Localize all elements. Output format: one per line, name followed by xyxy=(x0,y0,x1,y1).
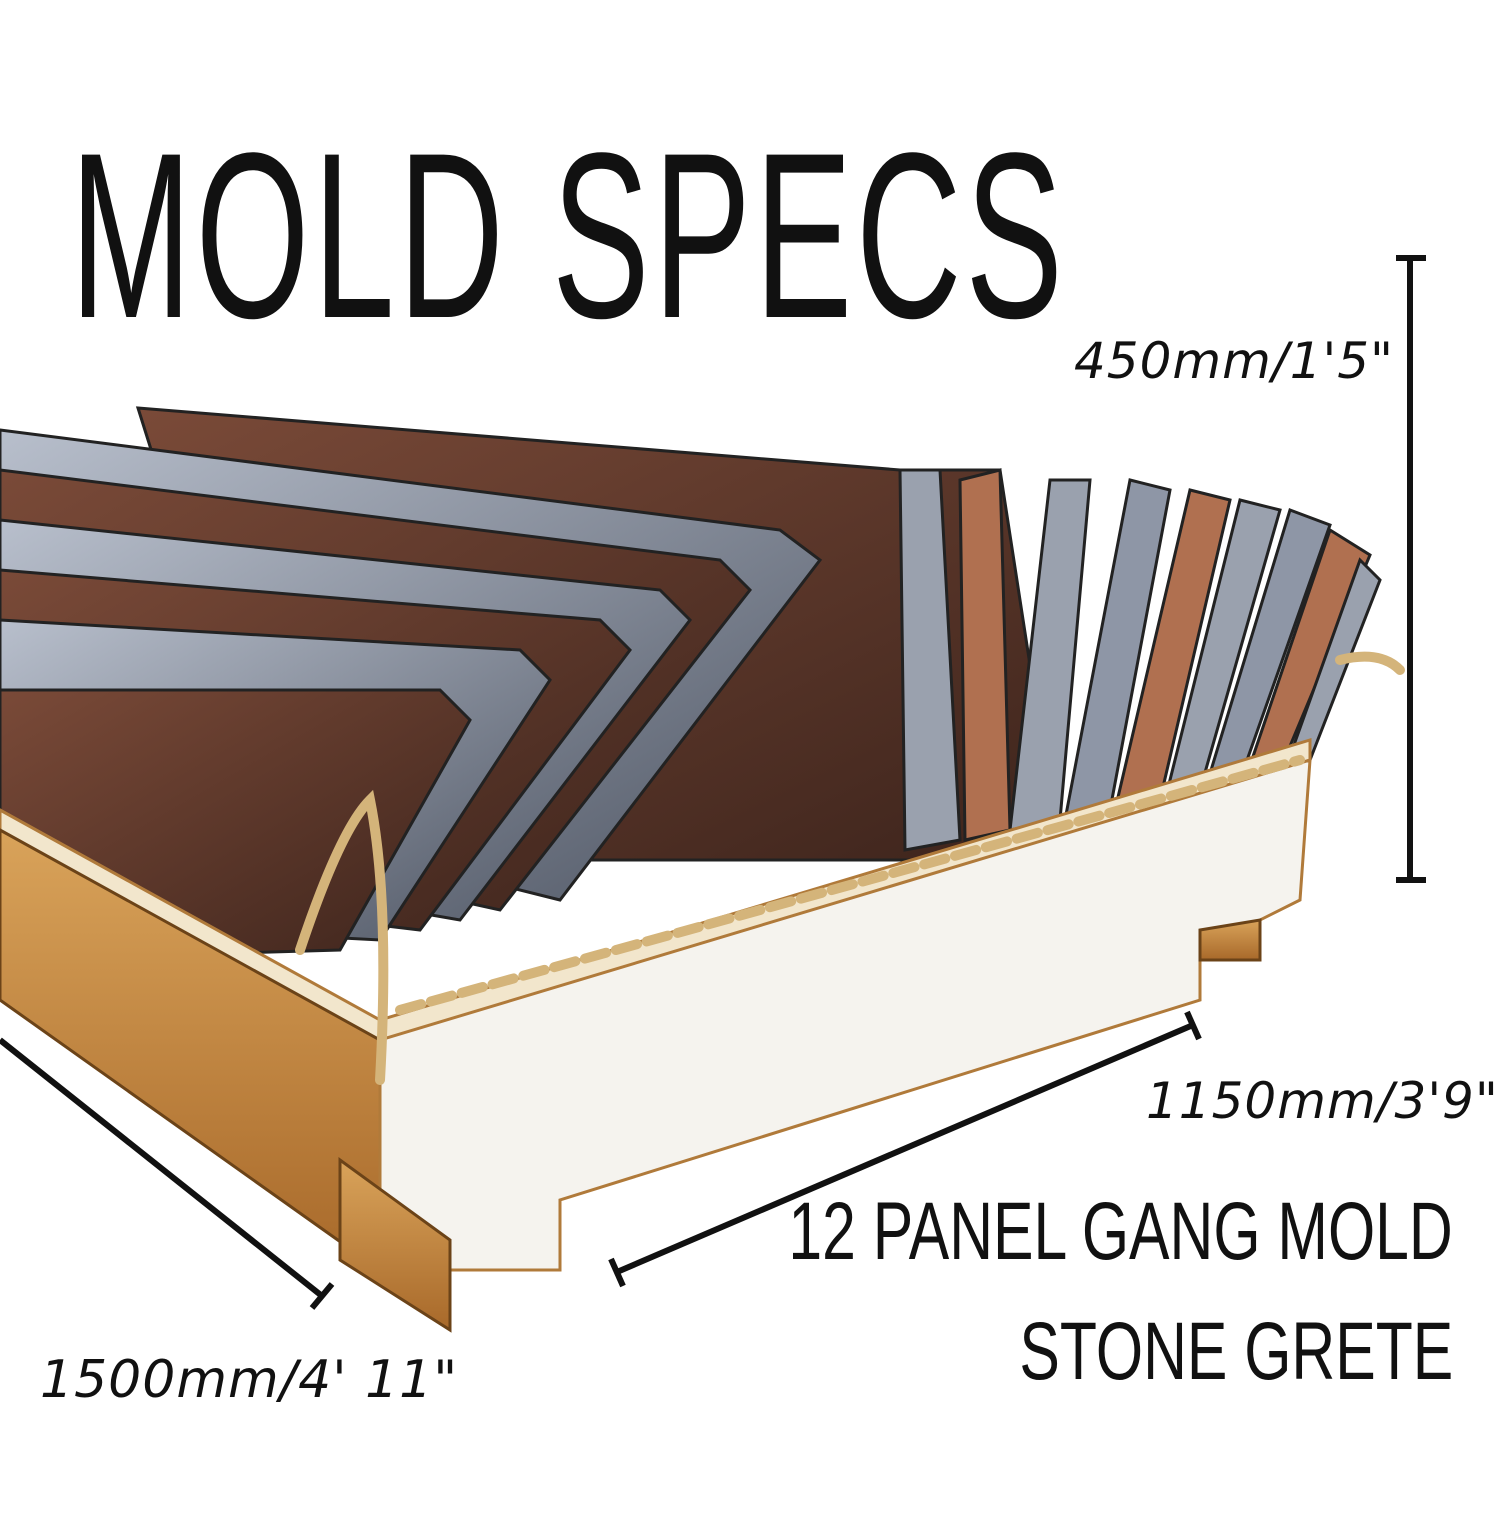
product-name: 12 PANEL GANG MOLD xyxy=(788,1186,1453,1277)
page-title: MOLD SPECS xyxy=(70,104,1067,368)
brand-name: STONE GRETE xyxy=(1019,1306,1453,1397)
chains xyxy=(295,651,1405,1085)
right-panel-fan xyxy=(898,468,1382,852)
wooden-base xyxy=(0,737,1312,1333)
width-dimension-line xyxy=(608,1010,1202,1288)
length-dimension-line xyxy=(0,1037,335,1310)
height-dimension-line xyxy=(1396,255,1426,883)
height-dimension-label: 450mm/1'5" xyxy=(1074,332,1395,390)
width-dimension-label: 1150mm/3'9" xyxy=(1146,1072,1497,1130)
left-panel-stack xyxy=(0,428,823,962)
length-dimension-label: 1500mm/4' 11" xyxy=(40,1350,459,1410)
